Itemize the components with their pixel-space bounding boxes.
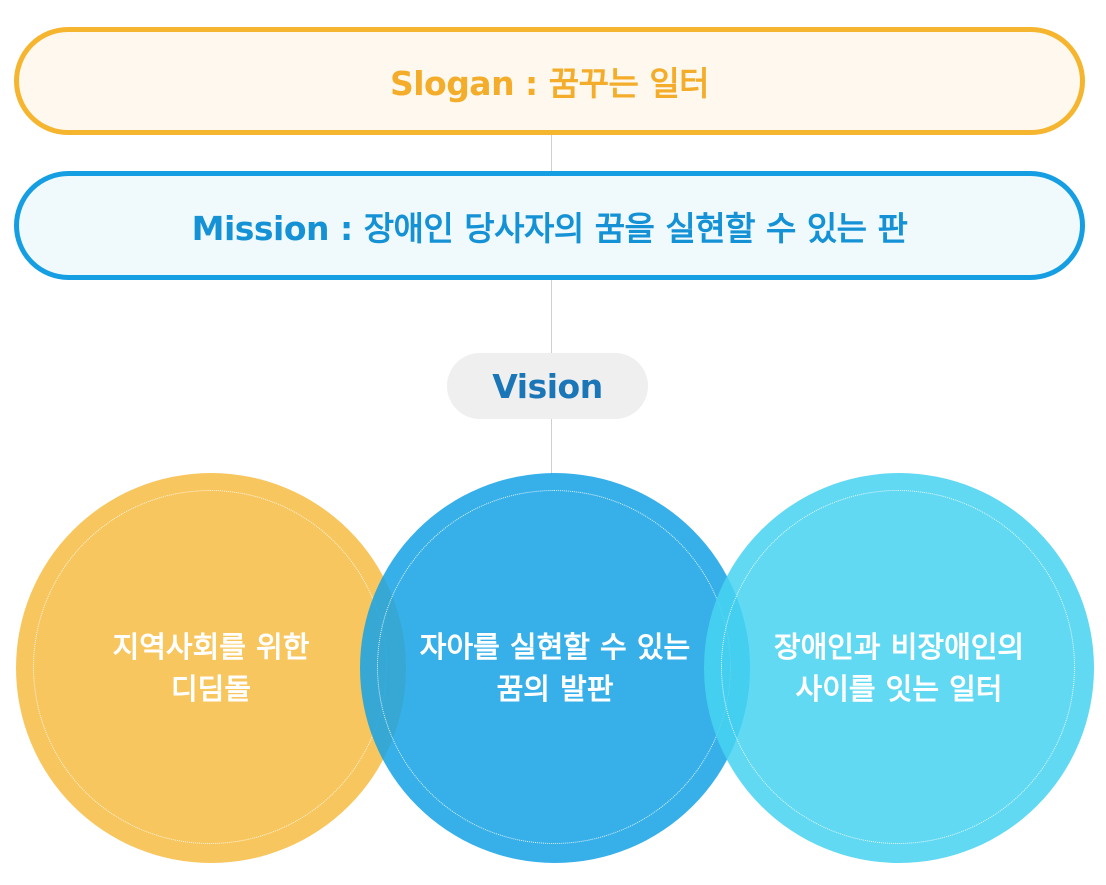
connector-slogan-mission <box>551 135 552 171</box>
connector-vision-circles <box>551 419 552 475</box>
dotted-ring <box>721 490 1075 844</box>
vision-label: Vision <box>492 366 603 406</box>
vision-circle-text: 자아를 실현할 수 있는 꿈의 발판 <box>419 630 691 706</box>
vision-circle-community: 지역사회를 위한 디딤돌 <box>16 473 406 863</box>
vision-circle-text: 장애인과 비장애인의 사이를 잇는 일터 <box>773 630 1025 706</box>
slogan-text: Slogan : 꿈꾸는 일터 <box>389 64 710 103</box>
vision-label-box: Vision <box>447 353 648 419</box>
vision-circle-self-realization: 자아를 실현할 수 있는 꿈의 발판 <box>360 473 750 863</box>
connector-mission-vision <box>551 280 552 353</box>
vision-circle-text: 지역사회를 위한 디딤돌 <box>112 630 310 706</box>
mission-text: Mission : 장애인 당사자의 꿈을 실현할 수 있는 판 <box>191 208 908 248</box>
mission-box: Mission : 장애인 당사자의 꿈을 실현할 수 있는 판 <box>14 171 1085 280</box>
slogan-box: Slogan : 꿈꾸는 일터 <box>14 27 1085 135</box>
vision-circle-connection: 장애인과 비장애인의 사이를 잇는 일터 <box>704 473 1094 863</box>
